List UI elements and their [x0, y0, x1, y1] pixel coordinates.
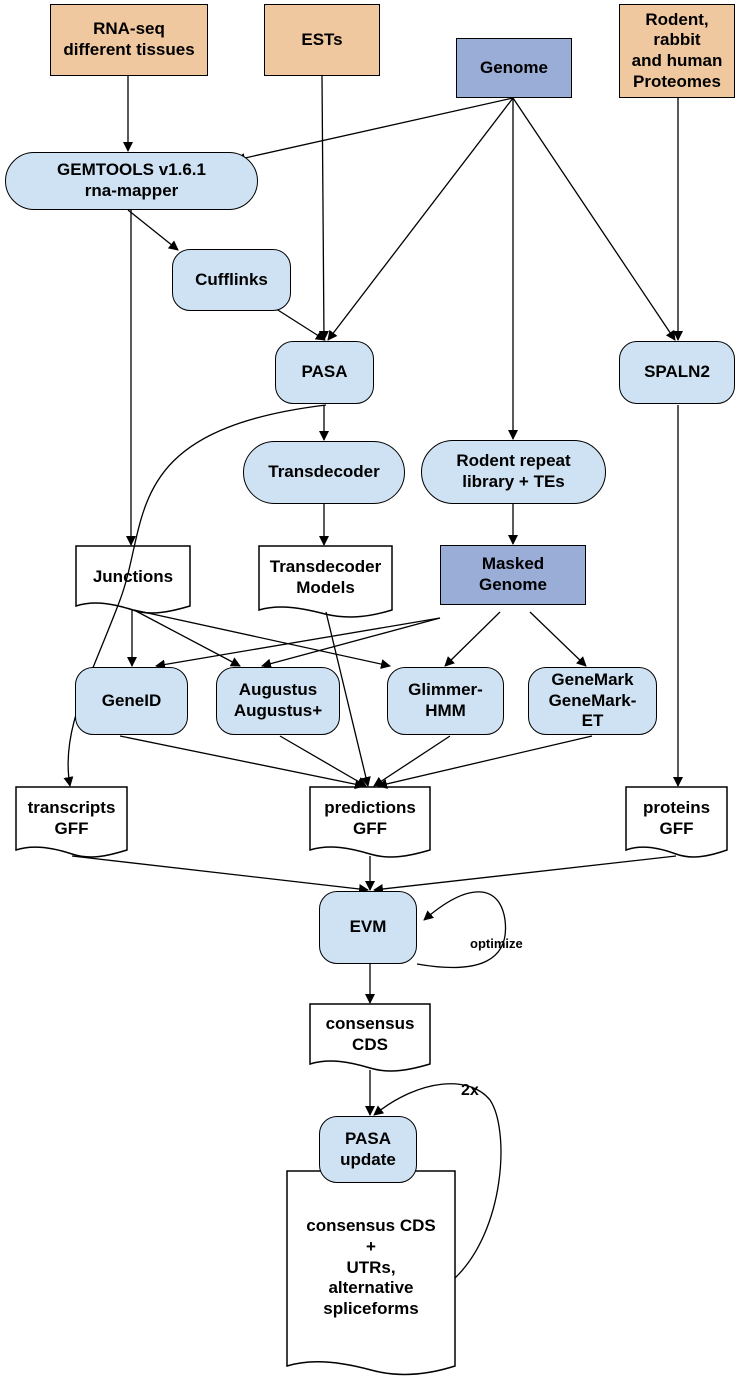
- spaln2-node: SPALN2: [619, 341, 735, 404]
- arrow-augustus-predictions: [279, 735, 367, 787]
- arrow-cufflinks-pasa: [269, 304, 326, 341]
- document-shapes: [15, 545, 728, 1376]
- optimize-label: optimize: [470, 936, 523, 951]
- arrow-evm-optimize-loop: [416, 891, 507, 969]
- arrow-junctions-glimmer: [133, 609, 391, 669]
- ests-node: ESTs: [264, 4, 380, 76]
- consensus-cds-doc: consensus CDS: [325, 1014, 415, 1054]
- cufflinks-node: Cufflinks: [172, 249, 291, 311]
- augustus-node: Augustus Augustus+: [216, 667, 340, 735]
- arrow-masked-geneid: [155, 617, 441, 670]
- proteins-gff-doc: proteins GFF: [642, 797, 711, 838]
- arrow-proteins-evm: [373, 855, 677, 894]
- consensus-cds-shape: [309, 1003, 431, 1072]
- pasa-update-node: PASA update: [319, 1116, 417, 1183]
- transdecoder-models-doc: Transdecoder Models: [269, 557, 382, 597]
- arrow-genemark-predictions: [377, 735, 593, 789]
- geneid-node: GeneID: [75, 667, 188, 735]
- twox-label: 2x: [461, 1082, 479, 1099]
- repeat-library-node: Rodent repeat library + TEs: [421, 440, 606, 504]
- arrow-masked-glimmer: [444, 611, 501, 667]
- arrows: [63, 75, 683, 1279]
- genome-node: Genome: [456, 38, 572, 98]
- final-output-shape: [286, 1170, 456, 1376]
- transdecoder-node: Transdecoder: [243, 441, 405, 504]
- rnaseq-node: RNA-seq different tissues: [50, 4, 208, 76]
- arrow-ests-pasa: [318, 75, 329, 341]
- pasa-node: PASA: [275, 341, 374, 404]
- arrow-gemtools-cufflinks: [127, 209, 179, 251]
- predictions-gff-shape: [309, 786, 431, 858]
- arrow-genome-spaln2: [512, 97, 676, 341]
- masked-genome-node: Masked Genome: [440, 545, 586, 605]
- arrow-genome-gemtools: [235, 97, 514, 163]
- arrow-glimmer-predictions: [373, 735, 451, 787]
- arrow-geneid-predictions: [119, 735, 365, 790]
- arrow-pasa-transcripts: [63, 404, 327, 787]
- glimmer-node: Glimmer- HMM: [387, 667, 504, 735]
- proteins-gff-shape: [625, 786, 728, 858]
- junctions-shape: [75, 545, 191, 614]
- evm-node: EVM: [319, 891, 417, 964]
- gemtools-node: GEMTOOLS v1.6.1 rna-mapper: [5, 152, 258, 210]
- final-output-doc: consensus CDS + UTRs, alternative splice…: [306, 1216, 436, 1319]
- arrow-tdmodels-predictions: [325, 611, 371, 787]
- arrow-masked-genemark: [529, 611, 587, 667]
- transcripts-gff-doc: transcripts GFF: [27, 797, 116, 838]
- junctions-doc: Junctions: [92, 566, 174, 586]
- arrow-final-2x-loop: [373, 1083, 502, 1279]
- predictions-gff-doc: predictions GFF: [324, 797, 416, 838]
- td-models-shape: [258, 545, 393, 618]
- arrow-transcripts-evm: [71, 855, 369, 894]
- transcripts-gff-shape: [15, 786, 128, 858]
- arrow-junctions-augustus: [133, 609, 241, 667]
- arrow-masked-augustus: [261, 617, 441, 669]
- arrow-genome-pasa: [327, 97, 514, 341]
- proteomes-node: Rodent, rabbit and human Proteomes: [619, 4, 735, 98]
- genemark-node: GeneMark GeneMark- ET: [528, 667, 657, 735]
